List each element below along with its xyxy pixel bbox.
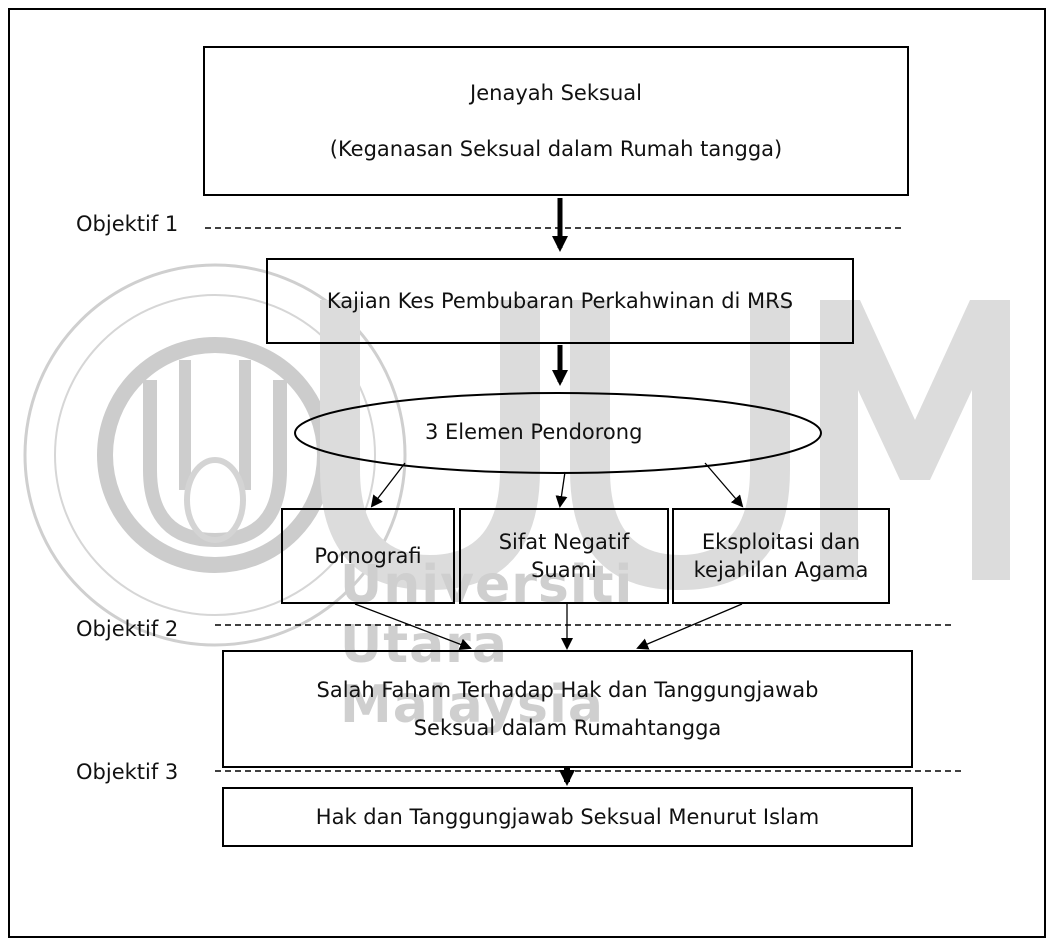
ellipse-label: 3 Elemen Pendorong — [425, 420, 643, 444]
factor-label: Sifat Negatif — [498, 529, 630, 554]
arrow-to-sifat — [555, 471, 568, 508]
arrow-to-eksploitasi — [704, 462, 744, 508]
factor-label: kejahilan Agama — [693, 558, 869, 582]
misunderstanding-box: Salah Faham Terhadap Hak dan Tanggungjaw… — [222, 650, 913, 768]
factor-label: Pornografi — [314, 543, 422, 568]
objective1-label: Objektif 1 — [76, 212, 179, 236]
misunderstanding-line2: Seksual dalam Rumahtangga — [413, 716, 722, 740]
misunderstanding-line1: Salah Faham Terhadap Hak dan Tanggungjaw… — [316, 677, 819, 702]
top-box: Jenayah Seksual (Keganasan Seksual dalam… — [203, 46, 909, 196]
objective3-label: Objektif 3 — [76, 760, 179, 784]
arrow-to-pornografi — [370, 462, 406, 508]
factor-label: Suami — [531, 558, 597, 582]
objective2-label: Objektif 2 — [76, 617, 179, 641]
arrow-pornografi-to-box — [354, 603, 472, 651]
factor-box-sifat-negatif: Sifat Negatif Suami — [459, 508, 669, 604]
factor-box-eksploitasi: Eksploitasi dan kejahilan Agama — [672, 508, 890, 604]
factor-label: Eksploitasi dan — [701, 529, 861, 554]
arrow-eksploitasi-to-box — [636, 603, 743, 650]
case-box-text: Kajian Kes Pembubaran Perkahwinan di MRS — [326, 288, 794, 313]
drivers-ellipse — [294, 392, 822, 474]
islam-box-text: Hak dan Tanggungjawab Seksual Menurut Is… — [315, 804, 820, 829]
factor-box-pornografi: Pornografi — [281, 508, 455, 604]
top-box-subtitle: (Keganasan Seksual dalam Rumah tangga) — [329, 137, 783, 161]
case-box: Kajian Kes Pembubaran Perkahwinan di MRS — [266, 258, 854, 344]
top-box-title: Jenayah Seksual — [470, 80, 642, 105]
islam-box: Hak dan Tanggungjawab Seksual Menurut Is… — [222, 787, 913, 847]
